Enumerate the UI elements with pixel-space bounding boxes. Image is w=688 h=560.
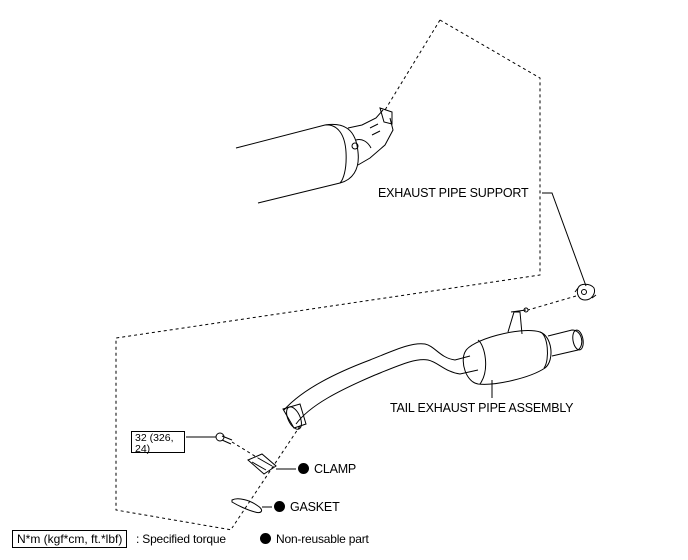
gasket-label: GASKET xyxy=(274,500,340,514)
assembly-axis xyxy=(231,425,301,529)
non-reusable-legend-text: Non-reusable part xyxy=(276,532,369,546)
gasket-label-text: GASKET xyxy=(290,500,340,514)
front-exhaust-pipe-drawing xyxy=(235,107,394,204)
tail-exhaust-pipe-drawing xyxy=(282,307,584,430)
clamp-label-text: CLAMP xyxy=(314,462,357,476)
torque-value-line1: 32 (326, xyxy=(135,432,174,444)
non-reusable-legend: Non-reusable part xyxy=(260,532,369,546)
non-reusable-dot-icon xyxy=(298,463,309,474)
non-reusable-dot-icon xyxy=(260,533,271,544)
clamp-drawing xyxy=(247,453,277,475)
support-leader xyxy=(542,192,587,287)
bolt-drawing xyxy=(215,432,233,445)
tail-exhaust-pipe-assembly-label: TAIL EXHAUST PIPE ASSEMBLY xyxy=(390,401,574,415)
bolt-dashed-link xyxy=(231,441,259,459)
gasket-drawing xyxy=(231,498,263,513)
torque-unit-legend-box: N*m (kgf*cm, ft.*lbf) xyxy=(12,530,128,548)
exhaust-pipe-support-drawing xyxy=(574,283,597,301)
torque-value-line2: 24) xyxy=(135,443,151,455)
clamp-label: CLAMP xyxy=(298,462,356,476)
torque-spec-box: 32 (326, 24) xyxy=(131,431,185,455)
specified-torque-legend-text: : Specified torque xyxy=(136,532,226,546)
exhaust-pipe-support-label: EXHAUST PIPE SUPPORT xyxy=(378,186,529,200)
non-reusable-dot-icon xyxy=(274,501,285,512)
support-dashed-link xyxy=(527,295,577,311)
dashed-boundary xyxy=(115,19,541,531)
dashed-boundary-top xyxy=(384,19,441,111)
